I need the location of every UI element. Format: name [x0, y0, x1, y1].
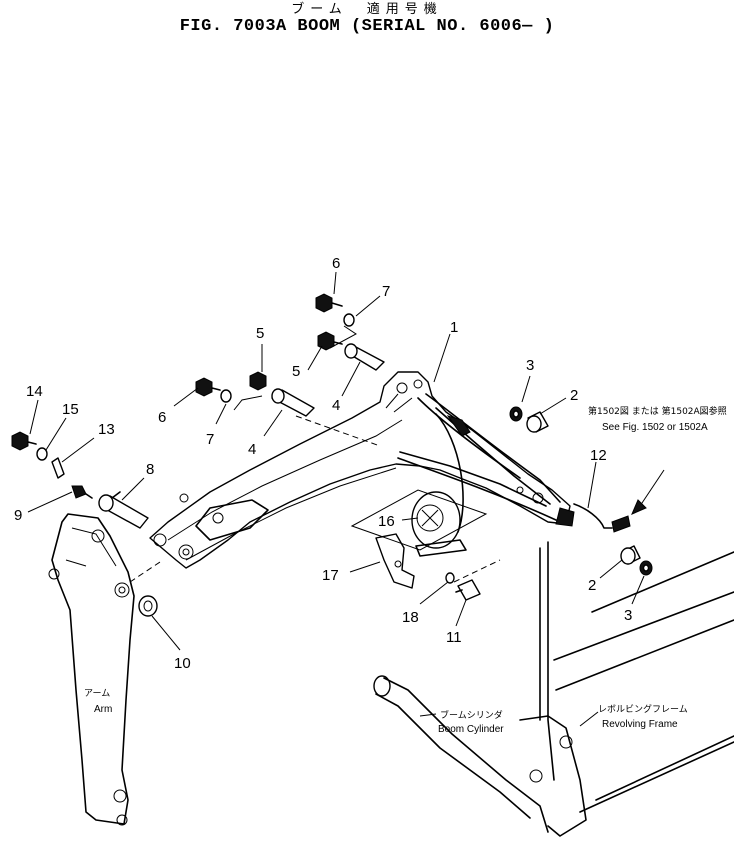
pin-4-mid — [271, 388, 315, 417]
label-revolving-frame-en: Revolving Frame — [602, 719, 678, 730]
figure-title: FIG. 7003A BOOM (SERIAL NO. 6006— ) — [179, 17, 555, 36]
work-light — [411, 491, 467, 557]
callout-4-mid: 4 — [248, 441, 256, 458]
label-boom-cylinder-jp: ブームシリンダ — [440, 709, 503, 721]
label-arm-en: Arm — [94, 704, 112, 715]
shim-10 — [138, 595, 158, 617]
washer-17 — [445, 572, 455, 584]
grease-fitting-9 — [71, 485, 93, 499]
callout-8: 8 — [146, 461, 154, 478]
label-see-fig-jp: 第1502図 または 第1502A図参照 — [588, 405, 727, 417]
plate-11 — [51, 457, 65, 479]
pin-8 — [98, 491, 149, 529]
bushing-2-bottom — [620, 545, 641, 565]
label-boom-cylinder-en: Boom Cylinder — [438, 724, 504, 735]
callout-14: 16 — [378, 513, 395, 530]
bolt-6-top — [315, 293, 343, 313]
bushing-3-top — [509, 406, 523, 422]
boom-part — [149, 371, 571, 569]
washer-13 — [36, 447, 48, 461]
label-see-fig-en: See Fig. 1502 or 1502A — [602, 422, 708, 433]
callout-16: 11 — [446, 629, 462, 646]
callout-18: 12 — [590, 447, 607, 464]
label-arm-jp: アーム — [84, 688, 110, 699]
header: ブーム 適用号機 FIG. 7003A BOOM (SERIAL NO. 600… — [0, 0, 734, 36]
bolt-5-mid — [249, 371, 267, 391]
boom-cylinder — [373, 541, 555, 833]
callout-7-top: 7 — [382, 283, 390, 300]
bushing-3-bottom — [639, 560, 653, 576]
label-revolving-frame-jp: レボルビングフレーム — [598, 703, 688, 715]
callout-3-bottom: 3 — [624, 607, 632, 624]
callout-13: 15 — [62, 401, 79, 418]
leader-lines — [27, 271, 645, 727]
revolving-frame — [519, 551, 734, 837]
washer-7-mid — [220, 389, 232, 403]
bolt-16 — [455, 579, 481, 601]
pin-4-top — [344, 343, 385, 371]
bolt-6-mid — [195, 377, 221, 397]
callout-1: 1 — [450, 319, 458, 336]
arm-part — [48, 513, 135, 826]
callout-3-top: 3 — [526, 357, 534, 374]
title-japanese: ブーム 適用号機 — [291, 2, 443, 17]
callout-2-bottom: 2 — [588, 577, 596, 594]
callout-9: 9 — [14, 507, 22, 524]
bushing-2-top — [526, 411, 549, 433]
callout-17: 18 — [402, 609, 419, 626]
callout-numbers: 6 7 5 4 1 3 2 5 6 7 4 14 15 13 8 9 10 16… — [14, 255, 632, 672]
callout-2-top: 2 — [570, 387, 578, 404]
text-labels: アーム Arm ブームシリンダ Boom Cylinder レボルビングフレーム… — [84, 405, 727, 735]
callout-6-mid: 6 — [158, 409, 166, 426]
callout-7-mid: 7 — [206, 431, 214, 448]
callout-6-top: 6 — [332, 255, 340, 272]
washer-7-top — [343, 313, 355, 327]
callout-5-top: 5 — [292, 363, 300, 380]
light-bracket — [375, 533, 415, 589]
callout-4-top: 4 — [332, 397, 340, 414]
hose-18 — [573, 469, 665, 533]
callout-12: 14 — [26, 383, 43, 400]
bolt-12 — [11, 431, 37, 451]
callout-11: 13 — [98, 421, 115, 438]
callout-15: 17 — [322, 567, 339, 584]
hoses — [397, 393, 575, 533]
callout-10: 10 — [174, 655, 191, 672]
callout-5-mid: 5 — [256, 325, 264, 342]
